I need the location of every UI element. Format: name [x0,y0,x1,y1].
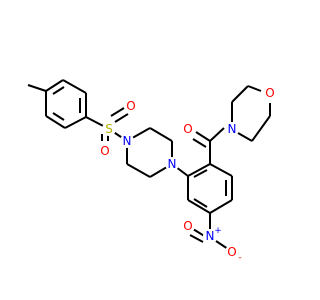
atom-nitrogen-piperazine-aryl: N [165,157,179,171]
atom-nitrogen-morpholine: N [225,122,239,136]
bond-benzene-2 [209,163,233,177]
atom-background [203,229,217,243]
atom-label: N [123,134,132,148]
atom-background [165,157,179,171]
bond-tolyl-double-1 [52,86,65,95]
atom-oxygen-carbonyl: O [181,122,195,136]
atom-background [102,122,116,136]
atom-oxygen-sulfonyl-top: O [124,99,138,113]
atom-oxygen-sulfonyl-bottom: O [98,144,112,158]
atom-label: O [183,219,192,233]
bond-tolyl-double-3 [52,112,65,121]
atom-oxygen-nitro-double: O [181,219,195,233]
atom-nitrogen-piperazine-sulfonyl: N [120,134,134,148]
atom-label: N [206,229,215,243]
molecule-structure-diagram: O S O N N O N O [27,79,277,263]
bond-benzene-1 [187,163,211,177]
atom-oxygen-morpholine: O [263,86,277,100]
atom-label: O [183,122,192,136]
bond-carbonyl-nitrogen [209,127,225,142]
atom-background [98,144,112,158]
bond-nitro-oxygen-double-b [189,234,204,243]
bond-benzene-5 [187,199,211,214]
bond-sulfur-oxygen-top-b [114,113,129,123]
atom-label: O [100,144,109,158]
bond-benzene-double-3 [193,198,208,208]
atom-background [181,122,195,136]
atom-label: N [168,157,177,171]
bond-piperazine-2 [149,127,173,142]
bond-morpholine-3 [247,85,262,92]
atom-layer: O S O N N O N O [98,86,277,263]
atom-background [120,134,134,148]
bond-layer [27,79,271,250]
atom-background [263,86,277,100]
atom-background [124,99,138,113]
bond-benzene-4 [209,199,233,214]
bond-tolyl-4 [64,116,87,129]
bond-methyl [27,84,47,92]
bond-morpholine-5 [251,115,271,142]
bond-carbonyl-oxygen-b [192,138,207,148]
atom-background [181,219,195,233]
atom-sulfur: S [102,122,116,136]
bond-nitro-oxygen-single [215,240,229,250]
atom-label: O [265,86,274,100]
atom-label: N [228,122,237,136]
bond-morpholine-2 [231,85,249,103]
atom-oxygen-nitro-single: O - [225,245,242,263]
bond-piperazine-5 [126,163,151,178]
bond-benzene-double-1 [193,169,208,178]
charge-label: - [238,253,241,263]
charge-label: + [214,226,222,236]
bond-carbonyl-oxygen-a [195,131,211,142]
bond-tolyl-5 [45,115,66,129]
bond-morpholine-6 [237,132,253,142]
atom-background [225,245,239,259]
bond-tolyl-1 [45,79,64,92]
bond-sulfur-oxygen-top-a [110,107,125,117]
atom-nitrogen-nitro: N + [203,226,222,243]
atom-label: S [105,122,113,136]
bond-tolyl-2 [62,79,87,94]
atom-label: O [126,99,135,113]
atom-background [225,122,239,136]
atom-label: O [227,245,236,259]
